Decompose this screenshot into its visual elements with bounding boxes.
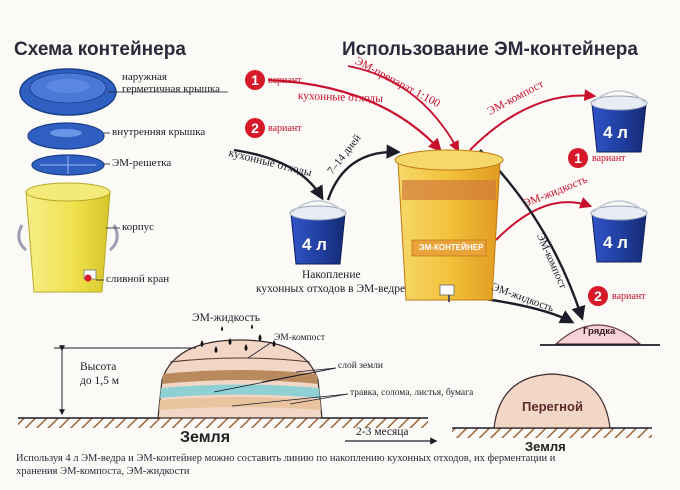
pail-shape-compost — [590, 90, 648, 153]
label-tap: сливной кран — [106, 273, 170, 285]
label-height-2: до 1,5 м — [80, 375, 120, 387]
arrow-em-preparation — [347, 65, 460, 152]
label-earth-right: Земля — [525, 439, 566, 454]
liquid-droplets — [200, 324, 276, 353]
inner-lid-shape — [27, 122, 105, 150]
arrow-v1-waste — [267, 78, 442, 152]
bucket-body-shape — [17, 182, 119, 293]
ground-left — [18, 417, 428, 428]
height-dimension — [54, 345, 196, 416]
arrow-v2-waste — [233, 148, 324, 201]
badge-variant-1-right: 1 — [568, 148, 588, 168]
label-bed: Грядка — [583, 326, 616, 337]
label-height-1: Высота — [80, 361, 117, 373]
badge-variant-2: 2 — [245, 118, 265, 138]
label-variant-2: вариант — [268, 123, 302, 134]
container-label: ЭМ-КОНТЕЙНЕР — [419, 243, 484, 252]
part-leader-lines — [96, 91, 228, 281]
badge-variant-2-right: 2 — [588, 286, 608, 306]
label-outer-lid-1: наружная — [122, 71, 167, 83]
arrow-liquid-to-pail — [495, 197, 593, 241]
label-accumulation-2: кухонных отходов в ЭМ-ведре — [256, 283, 406, 295]
pail-volume-accumulation: 4 л — [302, 235, 327, 254]
arrow-compost-to-pail — [469, 89, 597, 151]
label-body: корпус — [122, 221, 155, 233]
pail-shape-liquid — [590, 200, 648, 263]
label-heap-liquid: ЭМ-жидкость — [192, 312, 261, 324]
label-soil-layer: слой земли — [338, 361, 383, 371]
footer-note: Используя 4 л ЭМ-ведра и ЭМ-контейнер мо… — [16, 453, 556, 478]
label-variant-1: вариант — [268, 75, 302, 86]
pail-volume-liquid: 4 л — [603, 233, 628, 252]
title-left: Схема контейнера — [14, 39, 186, 60]
label-humus: Перегной — [522, 399, 583, 414]
label-period: 2-3 месяца — [356, 426, 409, 438]
label-grass: травка, солома, листья, бумага — [350, 388, 474, 398]
humus-shape — [493, 373, 611, 429]
heap-shape — [157, 339, 323, 419]
pail-shape-accumulation — [289, 200, 347, 265]
ground-right — [452, 427, 652, 438]
label-earth: Земля — [180, 429, 231, 446]
label-accumulation-1: Накопление — [302, 269, 361, 281]
label-variant-1-right: вариант — [592, 153, 626, 164]
badge-variant-1: 1 — [245, 70, 265, 90]
bed-shape — [540, 324, 660, 346]
pail-volume-compost: 4 л — [603, 123, 628, 142]
title-right: Использование ЭМ-контейнера — [342, 39, 638, 60]
label-grate: ЭМ-решетка — [112, 157, 172, 169]
outer-lid-shape — [19, 68, 117, 116]
arrow-days — [326, 144, 401, 201]
em-container-shape — [394, 149, 504, 302]
label-outer-lid-2: герметичная крышка — [122, 83, 220, 95]
heap-leader-lines — [213, 341, 349, 407]
label-variant-2-right: вариант — [612, 291, 646, 302]
grate-shape — [31, 154, 105, 176]
label-heap-compost: ЭМ-компост — [274, 333, 326, 343]
label-inner-lid: внутренняя крышка — [112, 126, 206, 138]
